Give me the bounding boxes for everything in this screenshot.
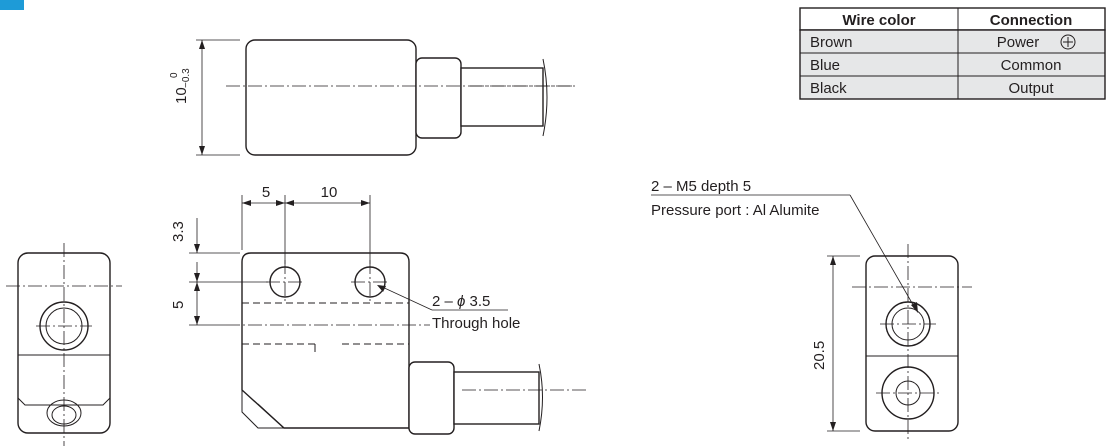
table-cell-wire-blue: Blue (810, 57, 840, 74)
dim-top-tol-lower: −0.3 (181, 68, 192, 88)
dim-front-w2: 10 (321, 184, 338, 201)
dim-top-tol-upper: 0 (169, 72, 180, 78)
port-label: Pressure port : Al Alumite (651, 202, 819, 219)
table-cell-conn-output: Output (1008, 80, 1054, 97)
dim-front-w1: 5 (262, 184, 270, 201)
corner-accent (0, 0, 24, 10)
table-header-wire-color: Wire color (842, 12, 915, 29)
dim-top-height: 10 (173, 87, 190, 104)
svg-text:2 – ϕ 3.5: 2 – ϕ 3.5 (432, 293, 490, 310)
table-cell-wire-brown: Brown (810, 34, 853, 51)
table-header-connection: Connection (990, 12, 1073, 29)
left-side-view (6, 243, 122, 446)
port-spec: 2 – M5 depth 5 (651, 178, 751, 195)
table-cell-conn-power: Power (997, 34, 1040, 51)
through-hole-count: 2 – (432, 293, 457, 310)
front-view: 5 10 3.3 5 2 – ϕ 3.5 Through hole (170, 184, 586, 435)
table-cell-conn-common: Common (1001, 57, 1062, 74)
through-hole-size: 3.5 (465, 293, 490, 310)
table-cell-wire-black: Black (810, 80, 847, 97)
plus-circle-icon (1060, 34, 1076, 50)
dim-front-h1: 3.3 (170, 221, 187, 242)
top-view: 10 0 −0.3 (169, 39, 575, 156)
through-hole-label: Through hole (432, 315, 520, 332)
dim-front-h2: 5 (170, 301, 187, 309)
right-side-view: 20.5 2 – M5 depth 5 Pressure port : Al A… (651, 178, 972, 442)
wire-color-table: Wire color Connection Brown Power Blue C… (799, 7, 1106, 100)
dim-right-height: 20.5 (811, 341, 828, 370)
phi-symbol: ϕ (457, 293, 465, 310)
